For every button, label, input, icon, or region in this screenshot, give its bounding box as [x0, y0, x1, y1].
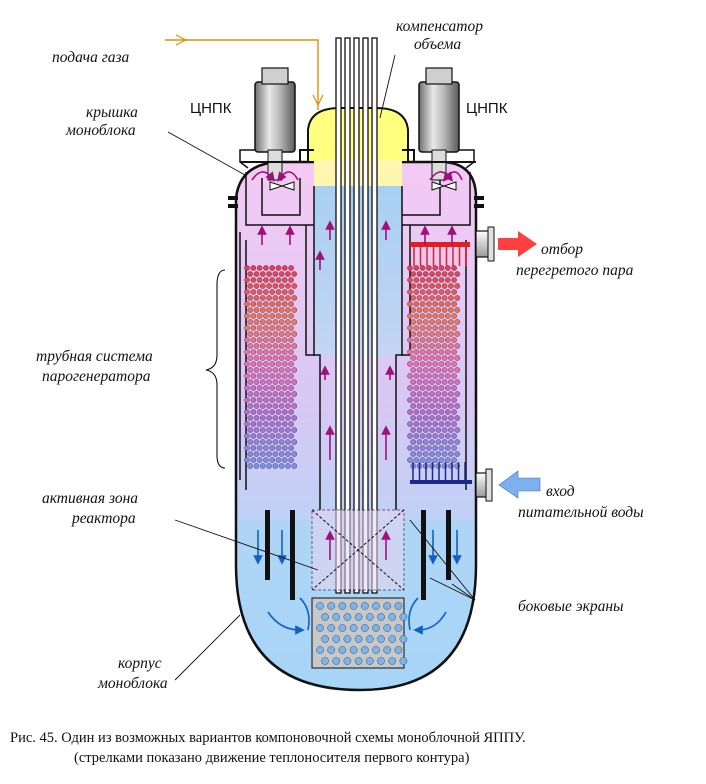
caption-line-1: Рис. 45. Один из возможных вариантов ком… — [10, 730, 526, 746]
sg-tube-bundle-left — [244, 265, 298, 469]
flow-arrows — [251, 171, 463, 635]
pump-left — [239, 67, 296, 191]
label-steam-out-1: отбор — [541, 241, 583, 258]
feedwater-in-arrow — [498, 470, 541, 499]
label-core-2: реактора — [71, 510, 136, 527]
label-volume-compensator-1: компенсатор — [396, 18, 483, 35]
reactor-core — [311, 509, 405, 591]
label-feedwater-1: вход — [546, 483, 575, 500]
label-steam-out-2: перегретого пара — [516, 262, 634, 279]
label-vessel-2: моноблока — [97, 675, 168, 692]
label-core-1: активная зона — [42, 490, 138, 507]
label-lid-1: крышка — [86, 104, 138, 121]
label-feedwater-2: питательной воды — [518, 504, 644, 521]
pump-right — [418, 67, 475, 191]
label-gas-supply: подача газа — [52, 49, 130, 66]
steam-header — [410, 242, 470, 266]
lid-plate — [240, 149, 476, 163]
side-screens — [265, 510, 451, 600]
leader-lines — [167, 54, 476, 681]
label-sg-tubes-2: парогенератора — [42, 368, 151, 385]
label-pump-left: ЦНПК — [190, 100, 232, 117]
label-lid-2: моноблока — [65, 122, 136, 139]
label-sg-tubes-1: трубная система — [36, 348, 153, 365]
label-vessel-1: корпус — [118, 655, 162, 672]
lower-tube-bundle — [311, 597, 408, 669]
gas-supply-line — [165, 34, 324, 110]
inner-shells — [245, 172, 471, 490]
control-rods — [335, 37, 378, 594]
label-volume-compensator-2: объема — [414, 36, 461, 53]
steam-out-arrow — [498, 231, 537, 257]
feedwater-header — [410, 462, 472, 484]
lid-flange — [228, 196, 484, 208]
sg-tube-bundle-right — [407, 265, 461, 469]
steam-nozzle — [475, 226, 495, 262]
label-pump-right: ЦНПК — [466, 100, 508, 117]
caption-line-2: (стрелками показано движение теплоносите… — [74, 750, 470, 766]
label-side-screens: боковые экраны — [518, 598, 624, 615]
feedwater-nozzle — [475, 468, 493, 502]
